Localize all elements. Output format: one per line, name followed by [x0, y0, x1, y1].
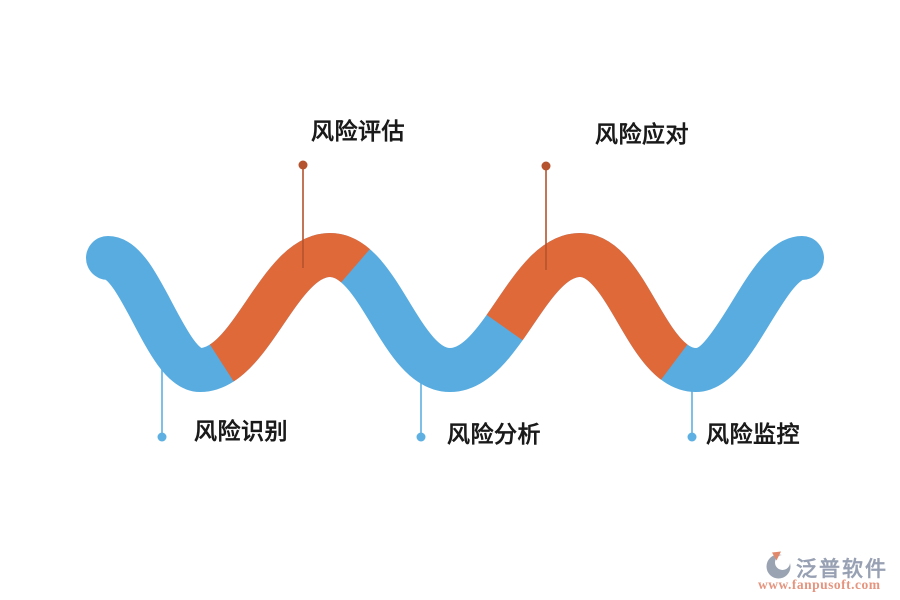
watermark-company-name: 泛普软件 [796, 557, 888, 581]
respond-marker-dot [541, 161, 551, 171]
logo-icon-accent-wedge [772, 551, 781, 561]
logo-icon-swirl-cut [775, 555, 790, 570]
analyze-marker-dot [416, 432, 426, 442]
watermark-logo: 泛普软件 www.fanpusoft.com [756, 548, 896, 596]
fanpu-logo-icon [766, 551, 791, 579]
monitor-marker-dot [687, 432, 697, 442]
step-label-identify: 风险识别 [194, 419, 288, 445]
step-label-analyze: 风险分析 [447, 422, 541, 448]
step-label-respond: 风险应对 [595, 122, 689, 148]
watermark-url: www.fanpusoft.com [758, 577, 881, 592]
top-step-markers [298, 160, 551, 270]
step-label-evaluate: 风险评估 [311, 119, 405, 145]
identify-marker-dot [157, 432, 167, 442]
wave-blue-path [86, 232, 824, 393]
step-label-monitor: 风险监控 [706, 422, 800, 448]
evaluate-marker-dot [298, 160, 308, 170]
